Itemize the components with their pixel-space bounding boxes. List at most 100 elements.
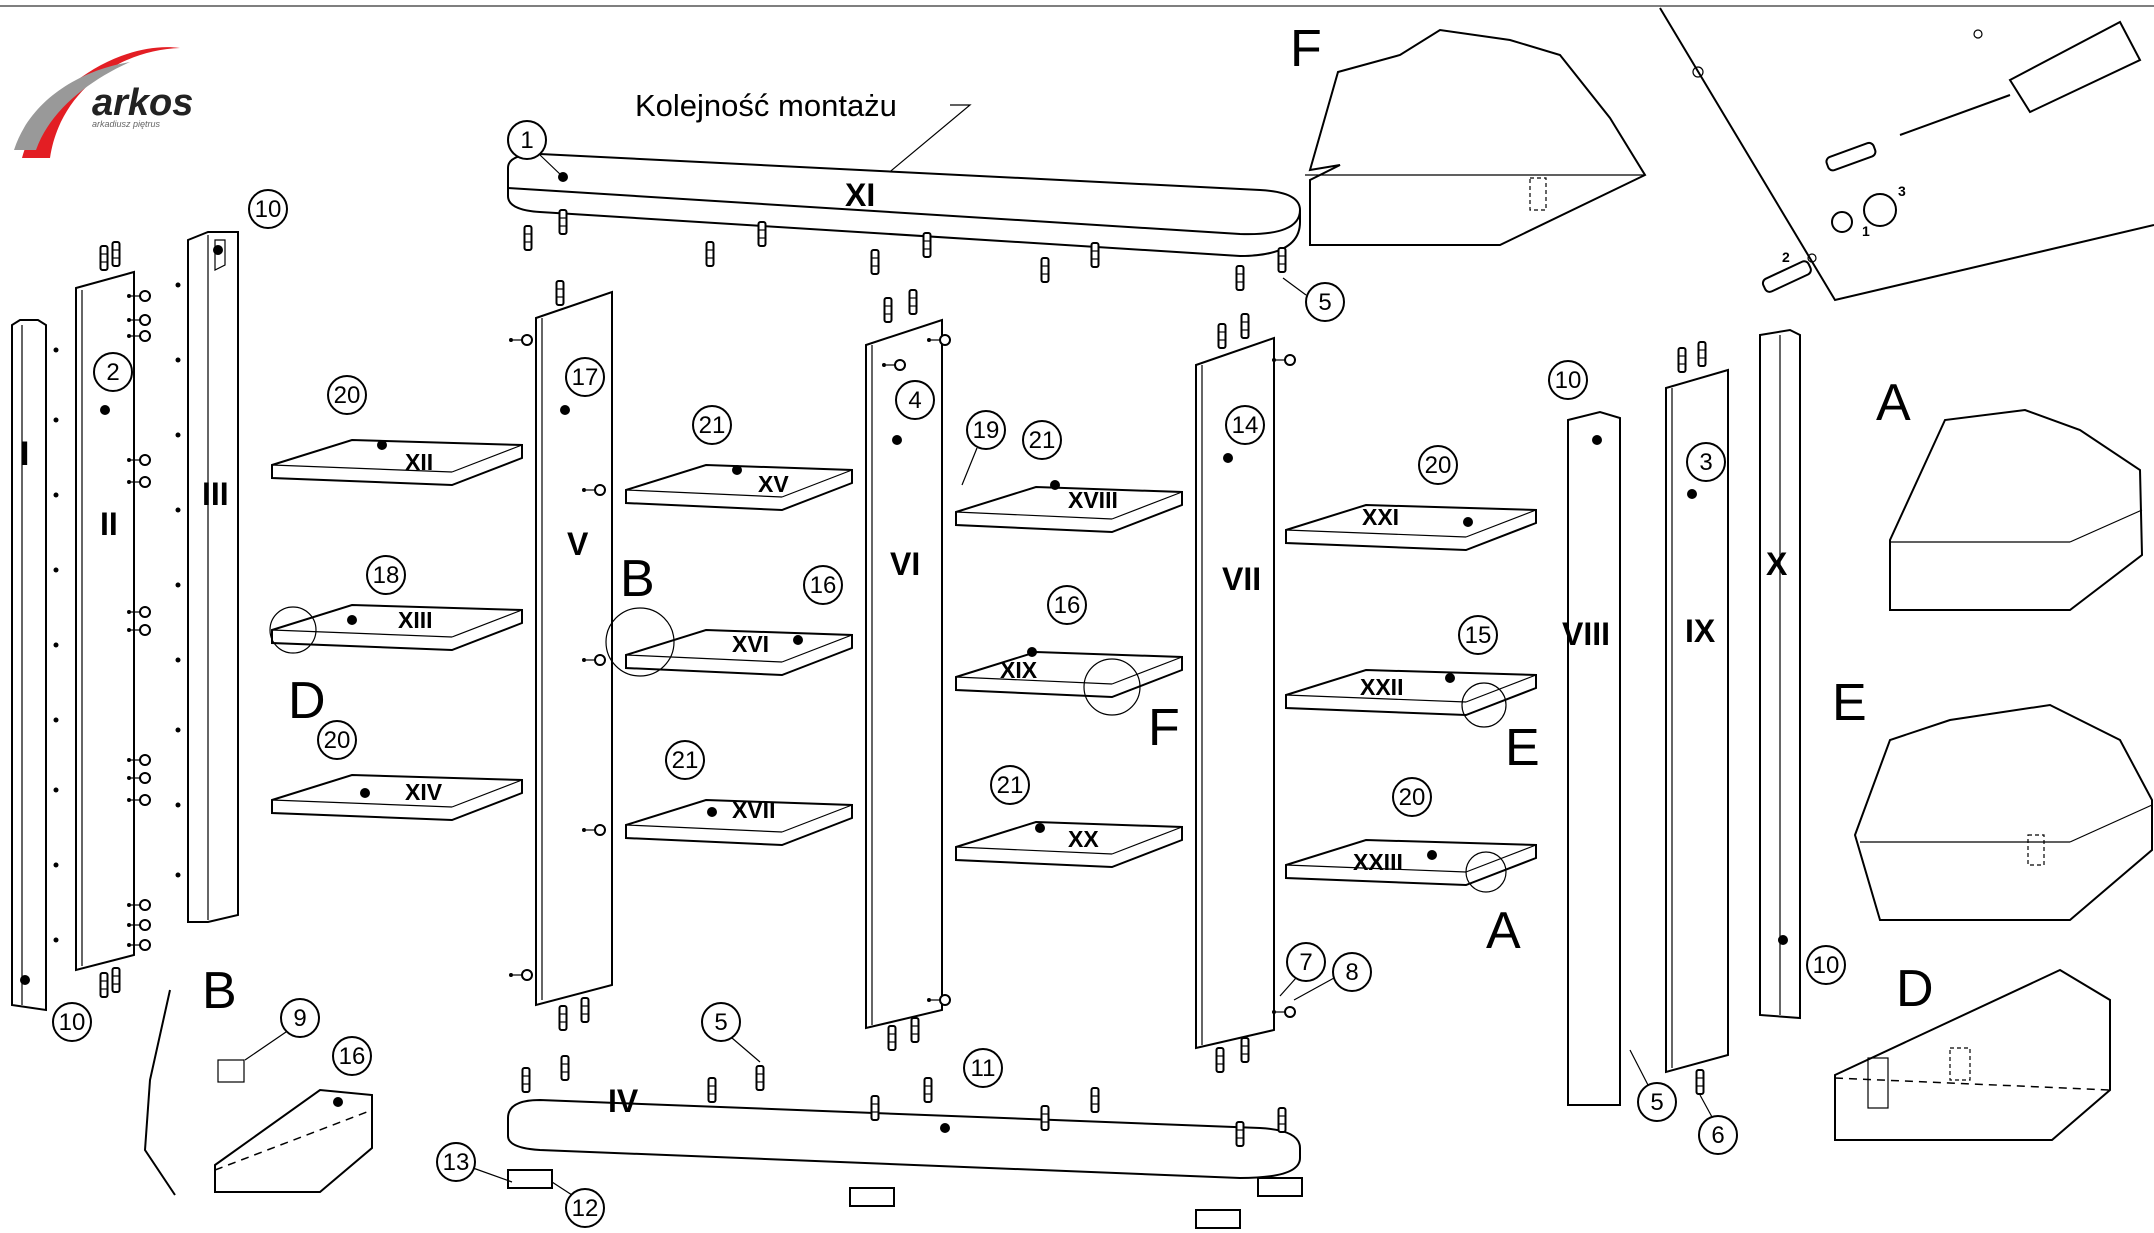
callout-5b-label: 5 [714, 1009, 727, 1036]
shelf-xx: XX [955, 820, 1183, 869]
shelf-xxiii: XXIII [1285, 838, 1537, 887]
callout-11: 11 [940, 1048, 1003, 1133]
callout-1-label: 1 [520, 127, 533, 154]
callout-21d: 21 [990, 765, 1045, 833]
panel-label-xxii: XXII [1360, 674, 1403, 700]
callout-6: 6 [1698, 1094, 1738, 1155]
shelf-xii: XII [271, 438, 523, 487]
callout-10b: 10 [20, 975, 92, 1042]
shelf-xiii: XIII [271, 603, 523, 652]
dowel-icon [1761, 141, 1877, 293]
detail-f-top [1305, 28, 1647, 246]
panel-xi: XI [507, 152, 1301, 258]
detail-letter-b-mid: B [620, 550, 655, 608]
callout-10a-label: 10 [255, 196, 282, 223]
callout-14-label: 14 [1232, 412, 1259, 439]
callout-2-label: 2 [106, 359, 119, 386]
callout-21a-label: 21 [699, 412, 726, 439]
callout-10b-label: 10 [59, 1009, 86, 1036]
callout-21c-label: 21 [672, 747, 699, 774]
screw-step-1: 1 [1862, 223, 1870, 239]
callout-16a: 16 [793, 565, 843, 645]
detail-e-right [1853, 703, 2153, 921]
callout-18-label: 18 [373, 562, 400, 589]
callout-2: 2 [93, 352, 133, 415]
callout-13: 13 [436, 1142, 513, 1183]
leveling-foot-icon [507, 1169, 1303, 1229]
detail-d-right [1834, 968, 2111, 1141]
callout-20d: 20 [1392, 777, 1437, 860]
logo-tagline: arkadiusz piętrus [92, 119, 161, 129]
callout-17-label: 17 [572, 364, 599, 391]
callout-3: 3 [1686, 442, 1726, 499]
callout-21b-label: 21 [1029, 427, 1056, 454]
title-leader [879, 104, 972, 181]
panel-ii: II [75, 241, 151, 998]
callout-10c-label: 10 [1555, 367, 1582, 394]
panel-label-vi: VI [890, 546, 920, 582]
screw-step-3: 3 [1898, 183, 1906, 199]
callout-10d: 10 [1778, 935, 1846, 985]
callout-18: 18 [347, 555, 406, 625]
callout-20a-label: 20 [334, 382, 361, 409]
screw-step-2: 2 [1782, 249, 1790, 265]
shelf-xviii: XVIII [955, 485, 1183, 534]
detail-letter-a-right: A [1876, 374, 1911, 432]
detail-b-bottom [143, 989, 373, 1196]
panel-label-xxi: XXI [1362, 504, 1399, 530]
shelf-xv: XV [625, 463, 853, 512]
part-callouts: 1 2 3 4 5 5 5 6 7 8 9 10 10 10 10 11 12 … [20, 120, 1846, 1228]
callout-15: 15 [1445, 615, 1498, 683]
callout-16c-label: 16 [339, 1043, 366, 1070]
callout-10d-label: 10 [1813, 952, 1840, 979]
panel-x: X [1759, 328, 1801, 1020]
callout-20c: 20 [1418, 445, 1473, 527]
logo-text: arkos [92, 82, 193, 124]
panel-iv: IV [507, 1055, 1301, 1180]
callout-16c: 16 [332, 1036, 372, 1107]
detail-circles [269, 606, 1507, 893]
callout-9: 9 [244, 998, 320, 1061]
detail-letter-d-mid: D [288, 672, 326, 730]
callout-16b: 16 [1027, 585, 1087, 657]
panel-label-xix: XIX [1000, 657, 1038, 683]
callout-14: 14 [1223, 405, 1265, 463]
callout-9-label: 9 [293, 1005, 306, 1032]
callout-20c-label: 20 [1425, 452, 1452, 479]
panel-label-vii: VII [1222, 561, 1261, 597]
callout-21b: 21 [1022, 420, 1062, 490]
callout-5a: 5 [1282, 277, 1345, 322]
panel-vii: VII [1195, 313, 1296, 1073]
callout-11-label: 11 [971, 1055, 996, 1082]
assembly-order-title: Kolejność montażu [635, 88, 897, 123]
callout-21a: 21 [692, 405, 742, 475]
shelf-xvii: XVII [625, 797, 853, 847]
detail-letter-b-bottom: B [202, 962, 237, 1020]
panel-label-xviii: XVIII [1068, 487, 1118, 513]
callout-20b: 20 [317, 720, 370, 798]
detail-a-right [1889, 408, 2144, 611]
detail-letter-f-mid: F [1148, 699, 1180, 757]
callout-16a-label: 16 [810, 572, 837, 599]
panel-label-x: X [1766, 546, 1788, 582]
panel-label-iii: III [202, 476, 229, 512]
detail-letter-d-right: D [1896, 960, 1934, 1018]
panel-label-xxiii: XXIII [1353, 849, 1403, 875]
callout-21d-label: 21 [997, 772, 1024, 799]
panel-ix: IX [1665, 341, 1729, 1095]
detail-letter-f-top: F [1290, 20, 1322, 78]
detail-letter-a-mid: A [1486, 902, 1521, 960]
panel-iii: III [175, 231, 239, 923]
callout-4-label: 4 [908, 387, 921, 414]
callout-5b: 5 [701, 1002, 761, 1063]
panel-label-xvii: XVII [732, 797, 775, 823]
callout-10c: 10 [1548, 360, 1602, 445]
panel-v: V [508, 280, 613, 1031]
panel-label-xiii: XIII [398, 607, 433, 633]
panel-label-xi: XI [845, 177, 875, 213]
callout-6-label: 6 [1711, 1122, 1724, 1149]
panel-label-v: V [567, 526, 589, 562]
callout-1: 1 [507, 120, 568, 182]
panel-label-i: I [20, 435, 29, 473]
